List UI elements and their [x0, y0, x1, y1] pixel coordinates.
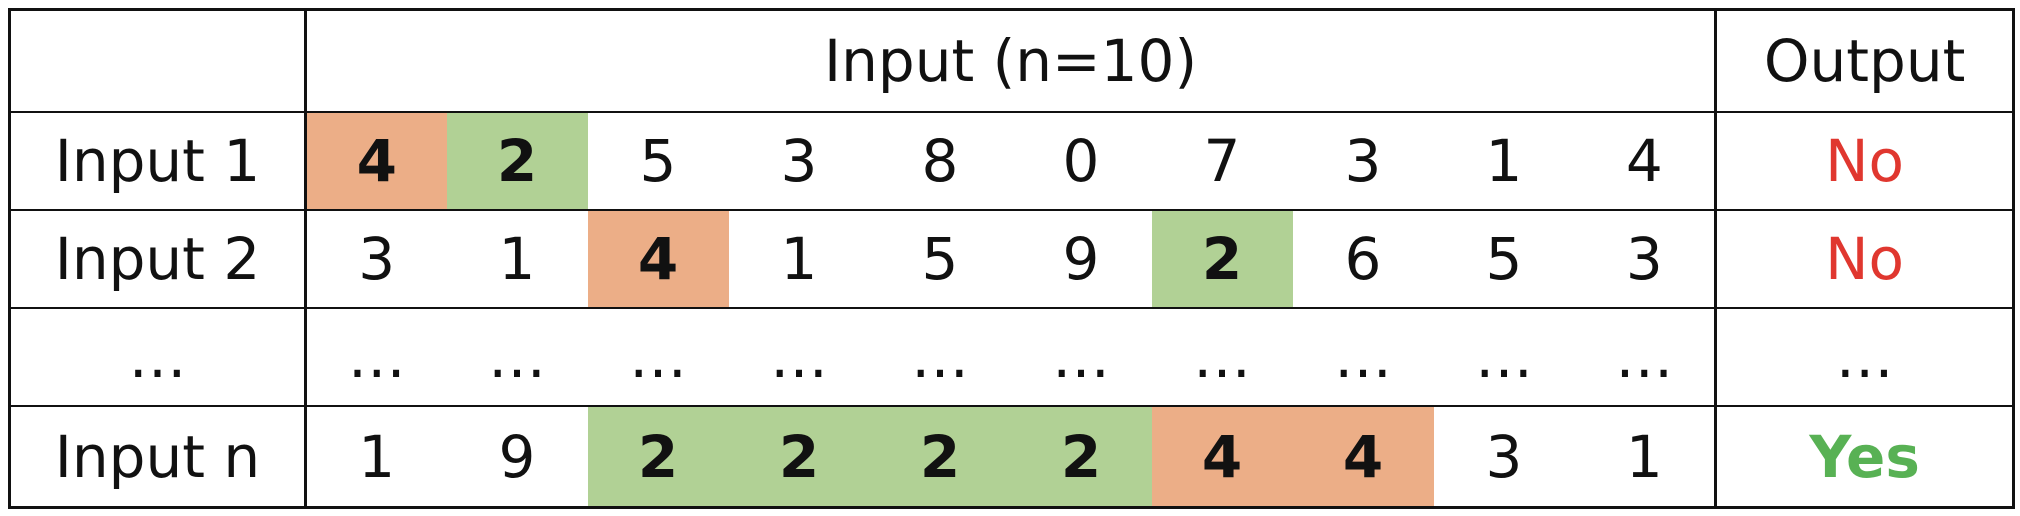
input-header: Input (n=10): [304, 8, 1717, 113]
value-cell: 7: [1151, 111, 1293, 211]
value-cell: …: [1151, 307, 1293, 407]
value-cell: 2: [869, 405, 1011, 509]
value-cell: 4: [305, 111, 447, 211]
value-cell: 3: [305, 209, 447, 309]
value-cell: 0: [1010, 111, 1152, 211]
value-cell: 3: [1574, 209, 1716, 309]
value-cell: …: [1433, 307, 1575, 407]
value-cell: 3: [1433, 405, 1575, 509]
value-cell: …: [869, 307, 1011, 407]
value-cell: 4: [1292, 405, 1434, 509]
value-cell: 9: [1010, 209, 1152, 309]
header-row: Input (n=10) Output: [8, 8, 2016, 113]
value-cell: …: [728, 307, 870, 407]
output-cell: Yes: [1714, 405, 2016, 509]
output-header: Output: [1714, 8, 2016, 113]
value-cell: 2: [587, 405, 729, 509]
row-label: Input n: [8, 405, 307, 509]
value-cell: 9: [446, 405, 588, 509]
value-cell: 2: [728, 405, 870, 509]
output-cell: …: [1714, 307, 2016, 407]
value-cell: 5: [1433, 209, 1575, 309]
value-cell: 1: [305, 405, 447, 509]
row-label: Input 2: [8, 209, 307, 309]
value-cell: 2: [1010, 405, 1152, 509]
value-cell: …: [305, 307, 447, 407]
value-cell: 4: [587, 209, 729, 309]
value-cell: 4: [1574, 111, 1716, 211]
value-cell: 1: [446, 209, 588, 309]
output-cell: No: [1714, 111, 2016, 211]
value-cell: 5: [869, 209, 1011, 309]
value-cell: …: [446, 307, 588, 407]
output-cell: No: [1714, 209, 2016, 309]
value-cell: 1: [1433, 111, 1575, 211]
value-cell: 3: [1292, 111, 1434, 211]
value-cell: 8: [869, 111, 1011, 211]
value-cell: 5: [587, 111, 729, 211]
row-label: …: [8, 307, 307, 407]
value-cell: …: [1292, 307, 1434, 407]
value-cell: 1: [728, 209, 870, 309]
value-cell: 2: [446, 111, 588, 211]
table-row: ………………………………: [8, 307, 2016, 407]
value-cell: …: [1574, 307, 1716, 407]
value-cell: 6: [1292, 209, 1434, 309]
value-cell: …: [1010, 307, 1152, 407]
row-label: Input 1: [8, 111, 307, 211]
value-cell: 2: [1151, 209, 1293, 309]
value-cell: 3: [728, 111, 870, 211]
value-cell: 4: [1151, 405, 1293, 509]
value-cell: …: [587, 307, 729, 407]
value-cell: 1: [1574, 405, 1716, 509]
corner-cell: [8, 8, 307, 113]
